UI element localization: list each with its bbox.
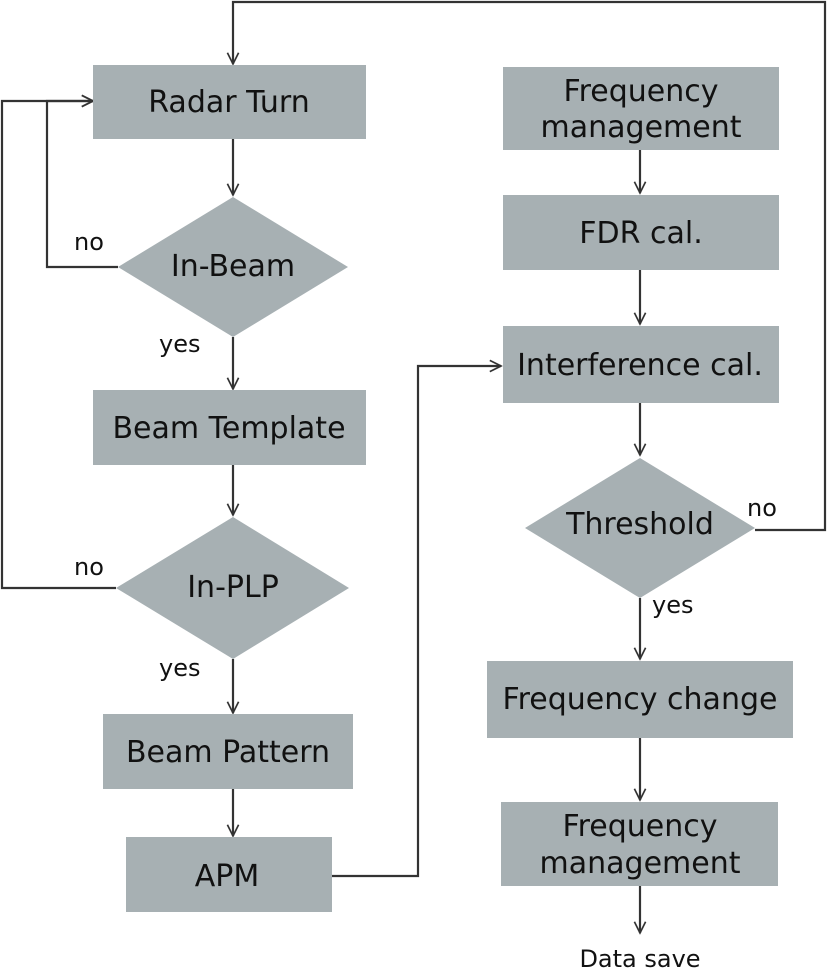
node-frequency-management-top-line1: Frequency <box>564 74 719 109</box>
node-interference-cal-label: Interference cal. <box>517 348 763 383</box>
node-frequency-management-bottom: Frequency management <box>501 802 778 886</box>
node-in-plp: In-PLP <box>116 517 349 659</box>
label-in-beam-no: no <box>74 228 104 256</box>
node-data-save-label: Data save <box>579 945 700 973</box>
node-threshold-label: Threshold <box>565 507 714 542</box>
node-beam-template-label: Beam Template <box>112 411 345 446</box>
label-in-plp-yes: yes <box>159 654 200 682</box>
node-beam-pattern-label: Beam Pattern <box>126 735 330 770</box>
node-frequency-change-label: Frequency change <box>503 682 778 717</box>
label-in-plp-no: no <box>74 553 104 581</box>
node-in-beam: In-Beam <box>118 197 348 337</box>
node-radar-turn: Radar Turn <box>93 65 366 139</box>
node-frequency-management-top: Frequency management <box>503 67 779 150</box>
label-in-beam-yes: yes <box>159 330 200 358</box>
node-beam-template: Beam Template <box>93 390 366 465</box>
node-threshold: Threshold <box>525 458 755 598</box>
node-interference-cal: Interference cal. <box>503 326 779 403</box>
node-beam-pattern: Beam Pattern <box>103 714 353 789</box>
node-fdr-cal: FDR cal. <box>503 195 779 270</box>
node-frequency-management-bottom-line1: Frequency <box>563 809 718 844</box>
edge-apm-to-interference-cal <box>332 366 501 878</box>
edge-in-plp-no-to-radar-turn <box>0 101 116 590</box>
node-frequency-management-top-line2: management <box>541 110 742 145</box>
node-apm-label: APM <box>195 859 260 894</box>
label-threshold-no: no <box>747 494 777 522</box>
node-in-beam-label: In-Beam <box>171 249 295 284</box>
node-in-plp-label: In-PLP <box>187 570 279 605</box>
node-fdr-cal-label: FDR cal. <box>579 216 703 251</box>
label-threshold-yes: yes <box>652 591 693 619</box>
node-radar-turn-label: Radar Turn <box>148 85 309 120</box>
node-apm: APM <box>126 837 332 912</box>
node-frequency-management-bottom-line2: management <box>540 846 741 881</box>
node-frequency-change: Frequency change <box>487 661 793 738</box>
edge-threshold-no-to-radar-turn <box>233 0 827 532</box>
